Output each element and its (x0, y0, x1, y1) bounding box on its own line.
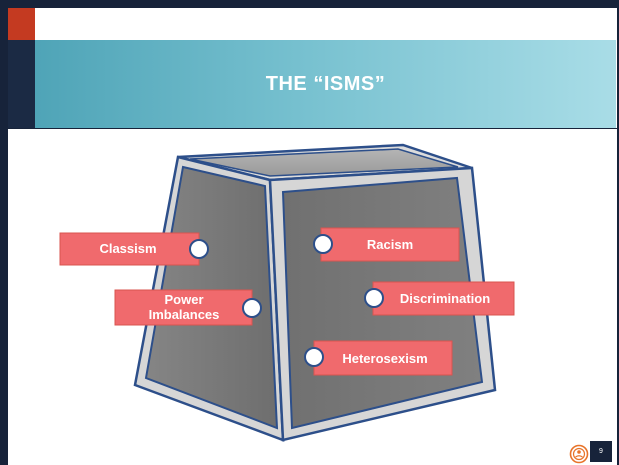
discrimination-text: Discrimination (400, 291, 490, 306)
power-imbalances-line2: Imbalances (149, 307, 220, 322)
label-racism: Racism (313, 227, 460, 262)
page-number: 9 (599, 448, 603, 455)
power-imbalances-connector-dot (242, 298, 262, 318)
label-classism: Classism (59, 232, 209, 266)
title-divider (8, 128, 617, 129)
right-frame-bar (617, 0, 619, 465)
heterosexism-connector-dot (304, 347, 324, 367)
left-frame-bar (0, 0, 8, 465)
label-heterosexism: Heterosexism (304, 340, 453, 376)
label-discrimination: Discrimination (364, 281, 515, 316)
title-side-block (8, 40, 35, 128)
racism-connector-dot (313, 234, 333, 254)
classism-text: Classism (99, 241, 156, 256)
title-bar: THE “ISMS” (35, 40, 616, 128)
label-power-imbalances: Power Imbalances (114, 289, 262, 326)
discrimination-connector-dot (364, 288, 384, 308)
page-number-box: 9 (590, 441, 612, 462)
racism-text: Racism (367, 237, 413, 252)
top-frame-bar (0, 0, 619, 8)
slide-title: THE “ISMS” (265, 72, 386, 95)
heterosexism-text: Heterosexism (342, 351, 427, 366)
accent-square (8, 8, 35, 40)
orange-circle-logo-icon (569, 444, 589, 464)
power-imbalances-line1: Power (164, 292, 203, 307)
classism-connector-dot (189, 239, 209, 259)
